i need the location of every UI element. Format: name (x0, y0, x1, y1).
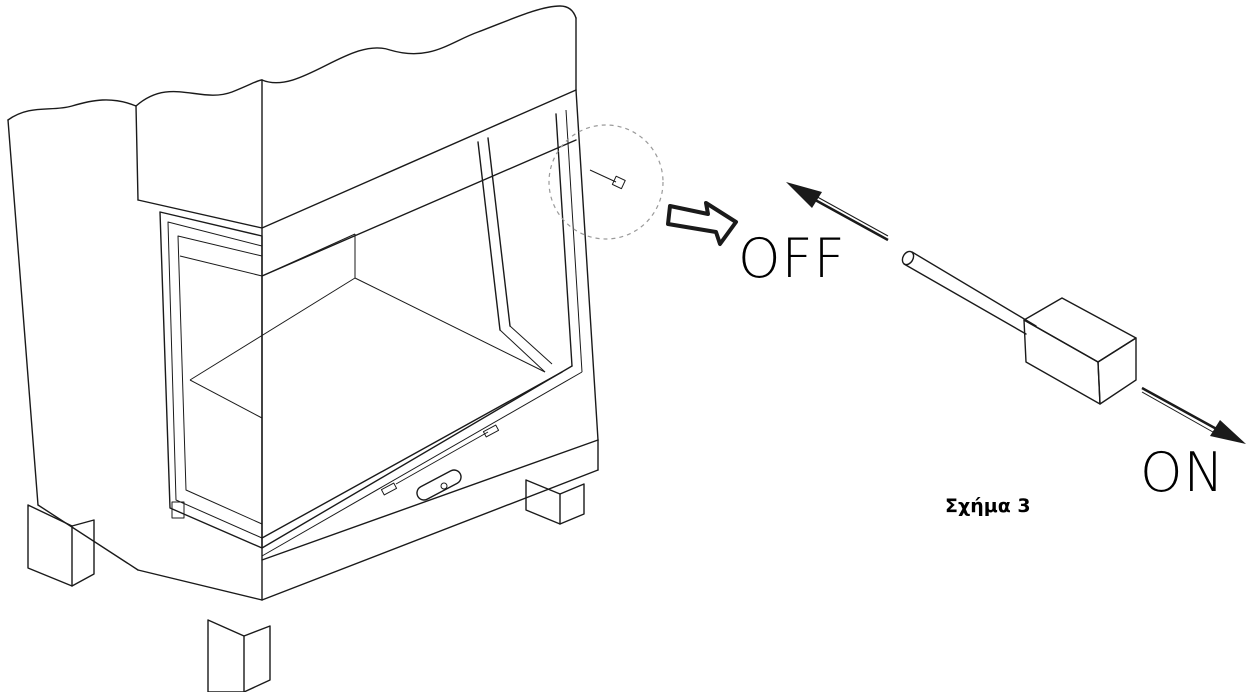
firebox-interior (179, 233, 546, 419)
hollow-right-arrow-icon (666, 201, 738, 246)
off-label: OFF (738, 227, 846, 290)
door-bottom-rail (261, 365, 583, 557)
fireplace-insert-drawing (7, 5, 599, 693)
figure-caption: Σχήμα 3 (945, 495, 1031, 517)
lever-detail-callout (548, 124, 664, 240)
front-glass-frame (159, 211, 263, 549)
side-glass-panel (477, 109, 583, 373)
arrow-up-left-icon (786, 182, 889, 242)
on-label: ON (1140, 441, 1225, 504)
arrow-down-right-icon (1141, 386, 1246, 444)
air-control-lever (901, 250, 1137, 405)
legs (27, 479, 585, 693)
plinth (137, 439, 599, 601)
top-hood (135, 5, 577, 601)
left-wall (7, 99, 139, 571)
right-wall (261, 89, 599, 561)
door-handle (416, 469, 462, 501)
